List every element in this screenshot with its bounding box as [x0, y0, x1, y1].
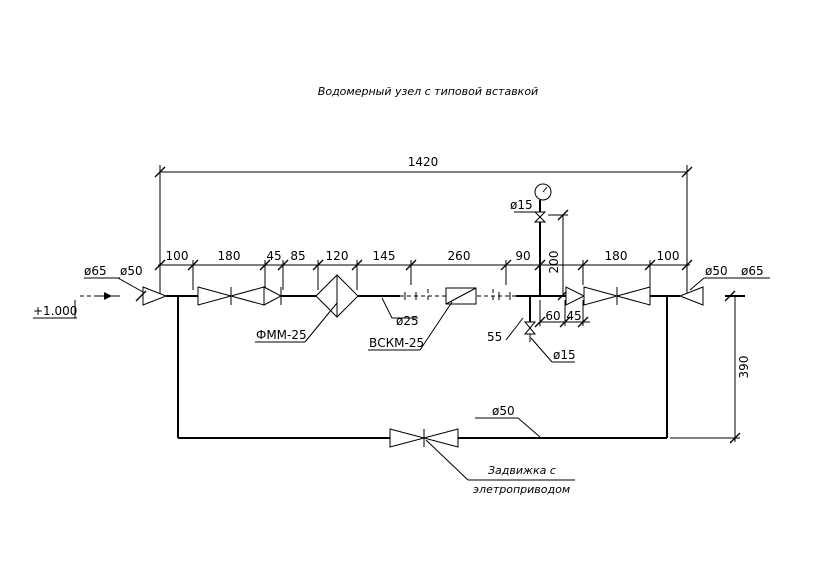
- pressure-gauge-branch: ø15: [510, 183, 552, 296]
- dim-segment-3: 45: [266, 249, 281, 263]
- bypass-dimension-390: 390: [670, 296, 751, 444]
- inlet-reducer: [135, 286, 168, 306]
- diameter-drain-branch: ø15: [553, 348, 576, 362]
- dim-1420: 1420: [408, 155, 439, 169]
- dim-segment-9: 180: [605, 249, 628, 263]
- diameter-bypass: ø50: [492, 404, 515, 418]
- dim-segment-2: 180: [218, 249, 241, 263]
- diameter-inlet-inner: ø50: [120, 264, 143, 278]
- water-meter-vskm25: ВСКМ-25: [368, 287, 477, 351]
- valve-outlet: [583, 286, 651, 306]
- diameter-gauge-branch: ø15: [510, 198, 533, 212]
- diameter-inlet-outer: ø65: [84, 264, 107, 278]
- dim-390: 390: [737, 356, 751, 379]
- dim-60: 60: [545, 309, 560, 323]
- diameter-outlet-inner: ø50: [705, 264, 728, 278]
- check-valve: [263, 286, 283, 306]
- diameter-meter-line: ø25: [396, 314, 419, 328]
- diameter-outlet-outer: ø65: [741, 264, 764, 278]
- dim-segment-1: 100: [166, 249, 189, 263]
- dim-segment-4: 85: [290, 249, 305, 263]
- dim-segment-8: 90: [515, 249, 530, 263]
- outlet-reducer: [678, 286, 736, 306]
- dim-45: 45: [566, 309, 581, 323]
- motorized-gate-valve: Задвижка с элетроприводом: [389, 428, 575, 496]
- elevation-mark: +1.000: [33, 300, 77, 319]
- dim-segment-5: 120: [326, 249, 349, 263]
- filter-fmm25: ФММ-25: [255, 274, 359, 343]
- valve-label-line2: элетроприводом: [473, 483, 570, 496]
- meter-label: ВСКМ-25: [369, 336, 424, 350]
- vertical-dimension-200: 200: [547, 209, 569, 301]
- dim-segment-6: 145: [373, 249, 396, 263]
- valve-label-line1: Задвижка с: [488, 464, 556, 477]
- dim-segment-10: 100: [657, 249, 680, 263]
- drawing-title: Водомерный узел с типовой вставкой: [318, 85, 538, 98]
- segment-dimension-chain: 100 180 45 85 120 145 260 90 180 100: [154, 249, 693, 290]
- filter-label: ФММ-25: [256, 328, 307, 342]
- dim-200: 200: [547, 251, 561, 274]
- bypass-line: ø50: [177, 296, 668, 439]
- outlet-check-valve: [565, 286, 586, 306]
- overall-dimension: 1420: [154, 155, 693, 296]
- flow-direction-arrow: [80, 292, 112, 300]
- dim-55: 55: [487, 330, 502, 344]
- lower-dimensions: 60 45: [534, 300, 590, 328]
- drain-branch: ø15 55: [487, 296, 576, 363]
- dim-segment-7: 260: [448, 249, 471, 263]
- elevation-label: +1.000: [33, 304, 77, 318]
- valve-inlet: [197, 286, 265, 306]
